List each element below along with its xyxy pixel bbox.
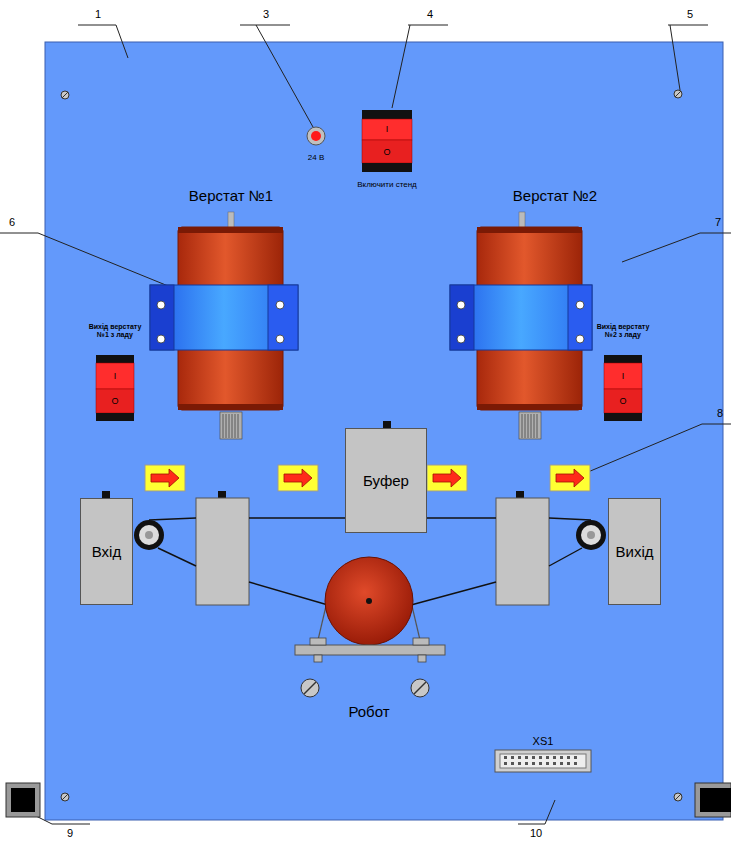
switch-label: Включити стенд — [357, 180, 417, 189]
callout-number: 8 — [717, 407, 723, 420]
switch-mark: I — [114, 371, 117, 381]
box-label: Вихід — [616, 543, 654, 560]
callout-number: 10 — [530, 827, 542, 840]
machine-label: Верстат №1 — [189, 187, 273, 204]
callout-number: 7 — [715, 216, 721, 229]
box-label: Буфер — [363, 472, 409, 489]
callout-number: 6 — [9, 216, 15, 229]
process-box: Вихід — [608, 498, 661, 605]
callout-number: 5 — [687, 8, 693, 21]
voltage-label: 24 В — [308, 153, 324, 162]
process-box: Буфер — [345, 428, 427, 533]
switch-mark: I — [622, 371, 625, 381]
switch-mark: O — [619, 396, 626, 406]
machine-label: Верстат №2 — [513, 187, 597, 204]
robot-label: Робот — [348, 703, 389, 720]
switch-mark: O — [111, 396, 118, 406]
switch-label: Вихід верстату №1 з ладу — [83, 323, 147, 339]
switch-label: Вихід верстату №2 з ладу — [591, 323, 655, 339]
process-box: Вхід — [80, 498, 133, 605]
box-label: Вхід — [92, 543, 121, 560]
callout-number: 4 — [427, 8, 433, 21]
switch-mark: O — [383, 147, 390, 157]
callout-number: 3 — [263, 8, 269, 21]
connector-label: XS1 — [533, 735, 554, 748]
switch-mark: I — [386, 124, 389, 134]
callout-number: 9 — [67, 827, 73, 840]
callout-number: 1 — [95, 8, 101, 21]
